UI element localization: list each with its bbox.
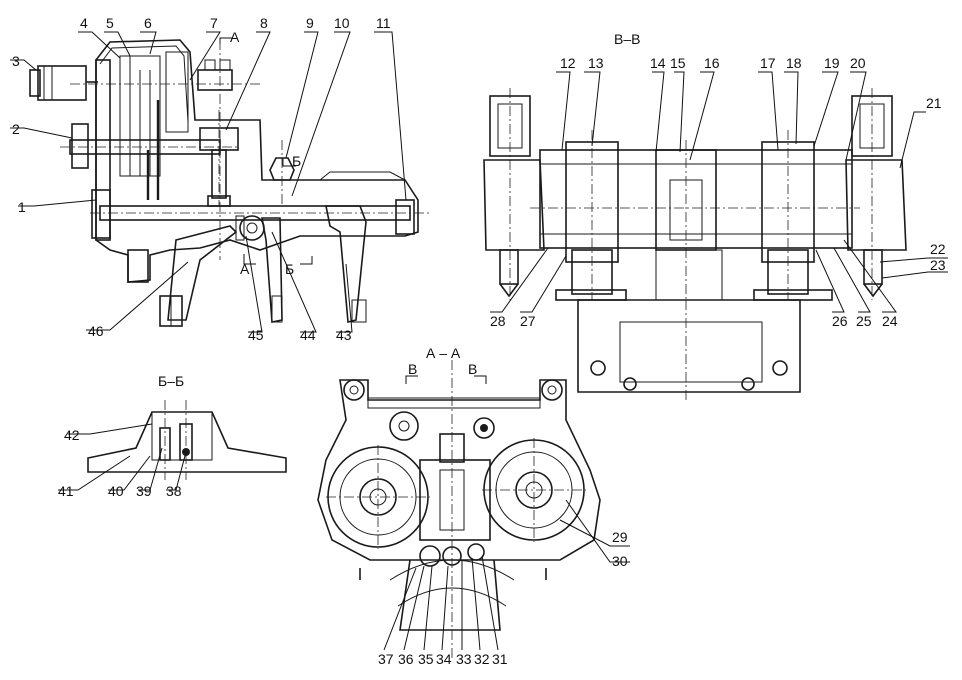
callout-3: 3 [12, 53, 20, 69]
callout-26: 26 [832, 313, 848, 329]
left-cylinder [483, 88, 545, 300]
callout-27: 27 [520, 313, 536, 329]
callout-13: 13 [588, 55, 604, 71]
section-aa-title: А – А [426, 345, 461, 361]
callout-2: 2 [12, 121, 20, 137]
callout-11: 11 [376, 15, 391, 31]
section-mark-a-top: А [230, 29, 240, 45]
callout-14: 14 [650, 55, 666, 71]
section-vv-title: В–В [614, 31, 640, 47]
callout-45: 45 [248, 327, 264, 343]
motor-body [29, 65, 98, 101]
section-mark-a-bottom: А [240, 261, 250, 277]
section-vv-view: В–В [483, 31, 907, 400]
callout-32: 32 [474, 651, 490, 667]
callout-40: 40 [108, 483, 124, 499]
callout-37: 37 [378, 651, 394, 667]
callout-18: 18 [786, 55, 802, 71]
shafts [60, 59, 430, 221]
section-aa-view: В В А – А [317, 345, 601, 660]
center-housing [530, 130, 860, 301]
callout-22: 22 [930, 241, 946, 257]
flange-left [71, 123, 111, 239]
callout-8: 8 [260, 15, 268, 31]
callout-16: 16 [704, 55, 720, 71]
callout-46: 46 [88, 323, 104, 339]
callout-35: 35 [418, 651, 434, 667]
callout-5: 5 [106, 15, 114, 31]
lever-44 [261, 217, 283, 323]
callout-24: 24 [882, 313, 898, 329]
callout-23: 23 [930, 257, 946, 273]
section-bb-view: Б–Б [87, 373, 287, 480]
callout-31: 31 [492, 651, 508, 667]
callout-10: 10 [334, 15, 350, 31]
callout-6: 6 [144, 15, 152, 31]
callout-4: 4 [80, 15, 88, 31]
callout-7: 7 [210, 15, 218, 31]
section-mark-b-top: Б [292, 153, 301, 169]
callout-41: 41 [58, 483, 74, 499]
callout-29: 29 [612, 529, 628, 545]
callout-labels: 1 2 3 4 5 6 7 8 9 10 11 12 13 14 15 16 1… [12, 15, 946, 667]
section-bb-title: Б–Б [158, 373, 184, 389]
callout-39: 39 [136, 483, 152, 499]
callout-43: 43 [336, 327, 352, 343]
leader-lines [10, 31, 948, 651]
callout-38: 38 [166, 483, 182, 499]
callout-33: 33 [456, 651, 472, 667]
section-mark-v-right: В [468, 361, 477, 377]
base-frame [577, 249, 801, 400]
gear-45 [235, 215, 265, 241]
callout-17: 17 [760, 55, 776, 71]
section-marks [219, 37, 313, 265]
gearbox-housing [95, 39, 419, 283]
piston-assembly [199, 110, 239, 207]
callout-30: 30 [612, 553, 628, 569]
callout-20: 20 [850, 55, 866, 71]
left-disc [326, 445, 430, 549]
lever-43 [325, 205, 367, 324]
section-mark-v-left: В [408, 361, 417, 377]
callout-34: 34 [436, 651, 452, 667]
main-view: А А Б Б [29, 29, 430, 327]
callout-21: 21 [926, 95, 942, 111]
lever-46 [159, 225, 238, 327]
callout-25: 25 [856, 313, 872, 329]
callout-36: 36 [398, 651, 414, 667]
callout-42: 42 [64, 427, 80, 443]
callout-28: 28 [490, 313, 506, 329]
callout-9: 9 [306, 15, 314, 31]
right-disc [482, 438, 586, 542]
callout-19: 19 [824, 55, 840, 71]
nozzle [269, 140, 295, 205]
callout-15: 15 [670, 55, 686, 71]
callout-44: 44 [300, 327, 316, 343]
callout-12: 12 [560, 55, 576, 71]
callout-1: 1 [18, 199, 26, 215]
right-cover [319, 171, 415, 235]
section-mark-b-bottom: Б [285, 261, 294, 277]
